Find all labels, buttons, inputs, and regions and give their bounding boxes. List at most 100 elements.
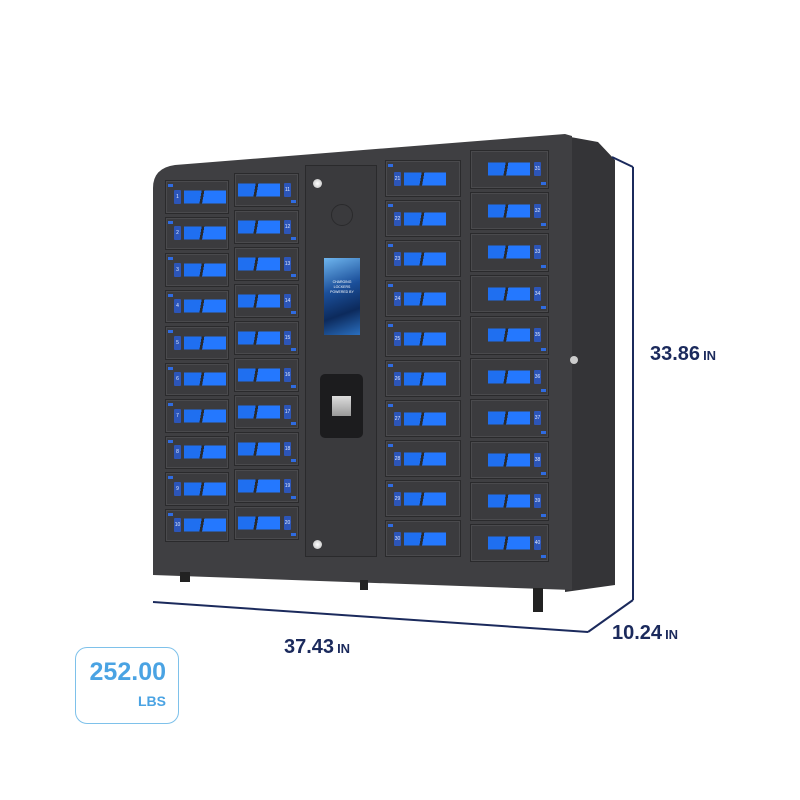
locker-door[interactable]: 32: [470, 191, 549, 230]
status-led-icon: [168, 330, 173, 333]
locker-display-icon: [184, 226, 226, 240]
locker-door[interactable]: 20: [234, 506, 299, 540]
screen-text: CHARGING LOCKERS POWERED BY: [330, 280, 354, 294]
touch-screen[interactable]: CHARGING LOCKERS POWERED BY: [324, 258, 360, 335]
locker-door[interactable]: 6: [165, 362, 229, 396]
locker-door[interactable]: 31: [470, 150, 549, 189]
status-led-icon: [541, 223, 546, 226]
status-led-icon: [541, 347, 546, 351]
status-led-icon: [388, 204, 393, 207]
locker-door[interactable]: 30: [385, 520, 461, 557]
weight-badge: 252.00 LBS: [75, 647, 179, 724]
locker-door[interactable]: 37: [470, 399, 549, 438]
locker-display-icon: [488, 287, 530, 301]
scanner-pad-icon: [332, 396, 351, 416]
height-dimension-line: [611, 156, 634, 168]
locker-display-icon: [184, 518, 226, 532]
status-led-icon: [291, 459, 296, 462]
locker-number: 22: [394, 211, 401, 226]
status-led-icon: [291, 385, 296, 388]
width-unit: IN: [337, 641, 351, 656]
locker-display-icon: [488, 162, 530, 176]
status-led-icon: [168, 512, 173, 516]
locker-number: 15: [284, 331, 291, 345]
locker-number: 21: [394, 171, 401, 186]
status-led-icon: [168, 439, 173, 443]
locker-side-panel: [565, 136, 615, 592]
locker-door[interactable]: 18: [234, 432, 299, 466]
locker-number: 19: [284, 479, 291, 493]
status-led-icon: [168, 366, 173, 370]
locker-door[interactable]: 4: [165, 289, 229, 323]
locker-number: 29: [394, 491, 401, 506]
locker-number: 33: [534, 245, 541, 260]
locker-door[interactable]: 17: [234, 395, 299, 429]
locker-door[interactable]: 35: [470, 316, 549, 355]
status-led-icon: [541, 264, 546, 268]
status-led-icon: [388, 164, 393, 167]
locker-display-icon: [488, 245, 530, 259]
locker-display-icon: [488, 536, 530, 550]
locker-door[interactable]: 27: [385, 400, 461, 437]
locker-number: 26: [394, 371, 401, 386]
locker-door[interactable]: 39: [470, 482, 549, 521]
locker-door[interactable]: 36: [470, 357, 549, 396]
status-led-icon: [291, 237, 296, 240]
locker-door[interactable]: 28: [385, 440, 461, 477]
locker-door[interactable]: 40: [470, 523, 549, 562]
locker-display-icon: [404, 372, 446, 385]
locker-display-icon: [238, 368, 280, 382]
locker-door[interactable]: 26: [385, 360, 461, 397]
card-scanner[interactable]: [320, 374, 363, 438]
locker-door[interactable]: 8: [165, 435, 229, 469]
locker-display-icon: [488, 494, 530, 508]
locker-number: 30: [394, 531, 401, 546]
locker-door[interactable]: 12: [234, 210, 299, 244]
locker-display-icon: [238, 405, 280, 419]
locker-door[interactable]: 5: [165, 326, 229, 360]
locker-door[interactable]: 19: [234, 469, 299, 503]
locker-door[interactable]: 29: [385, 480, 461, 517]
locker-door[interactable]: 33: [470, 233, 549, 272]
locker-number: 32: [534, 203, 541, 218]
brand-logo-icon: [331, 204, 353, 226]
locker-door[interactable]: 7: [165, 399, 229, 433]
locker-door[interactable]: 38: [470, 440, 549, 479]
locker-door[interactable]: 22: [385, 200, 461, 237]
dimension-lines: [152, 156, 634, 633]
locker-number: 14: [284, 294, 291, 308]
locker-door[interactable]: 9: [165, 472, 229, 506]
locker-display-icon: [238, 257, 280, 271]
locker-door[interactable]: 2: [165, 216, 229, 250]
locker-door[interactable]: 34: [470, 274, 549, 313]
locker-number: 17: [284, 405, 291, 419]
locker-door[interactable]: 11: [234, 173, 299, 207]
locker-door[interactable]: 15: [234, 321, 299, 355]
locker-door[interactable]: 23: [385, 240, 461, 277]
locker-number: 35: [534, 328, 541, 343]
status-led-icon: [291, 533, 296, 536]
locker-display-icon: [184, 299, 226, 313]
status-led-icon: [388, 364, 393, 367]
locker-door[interactable]: 3: [165, 253, 229, 287]
locker-door[interactable]: 25: [385, 320, 461, 357]
status-led-icon: [291, 274, 296, 277]
locker-door[interactable]: 10: [165, 508, 229, 542]
locker-door[interactable]: 1: [165, 180, 229, 214]
locker-door[interactable]: 14: [234, 284, 299, 318]
locker-door[interactable]: 21: [385, 160, 461, 197]
locker-display-icon: [488, 328, 530, 342]
height-unit: IN: [703, 348, 717, 363]
locker-door[interactable]: 16: [234, 358, 299, 392]
depth-dimension-line: [587, 599, 634, 633]
width-dimension-line: [152, 601, 589, 633]
locker-display-icon: [238, 442, 280, 456]
status-led-icon: [541, 513, 546, 517]
status-led-icon: [291, 496, 296, 499]
locker-door[interactable]: 13: [234, 247, 299, 281]
locker-display-icon: [238, 331, 280, 345]
locker-display-icon: [184, 445, 226, 459]
locker-door[interactable]: 24: [385, 280, 461, 317]
weight-value: 252.00: [89, 658, 166, 686]
